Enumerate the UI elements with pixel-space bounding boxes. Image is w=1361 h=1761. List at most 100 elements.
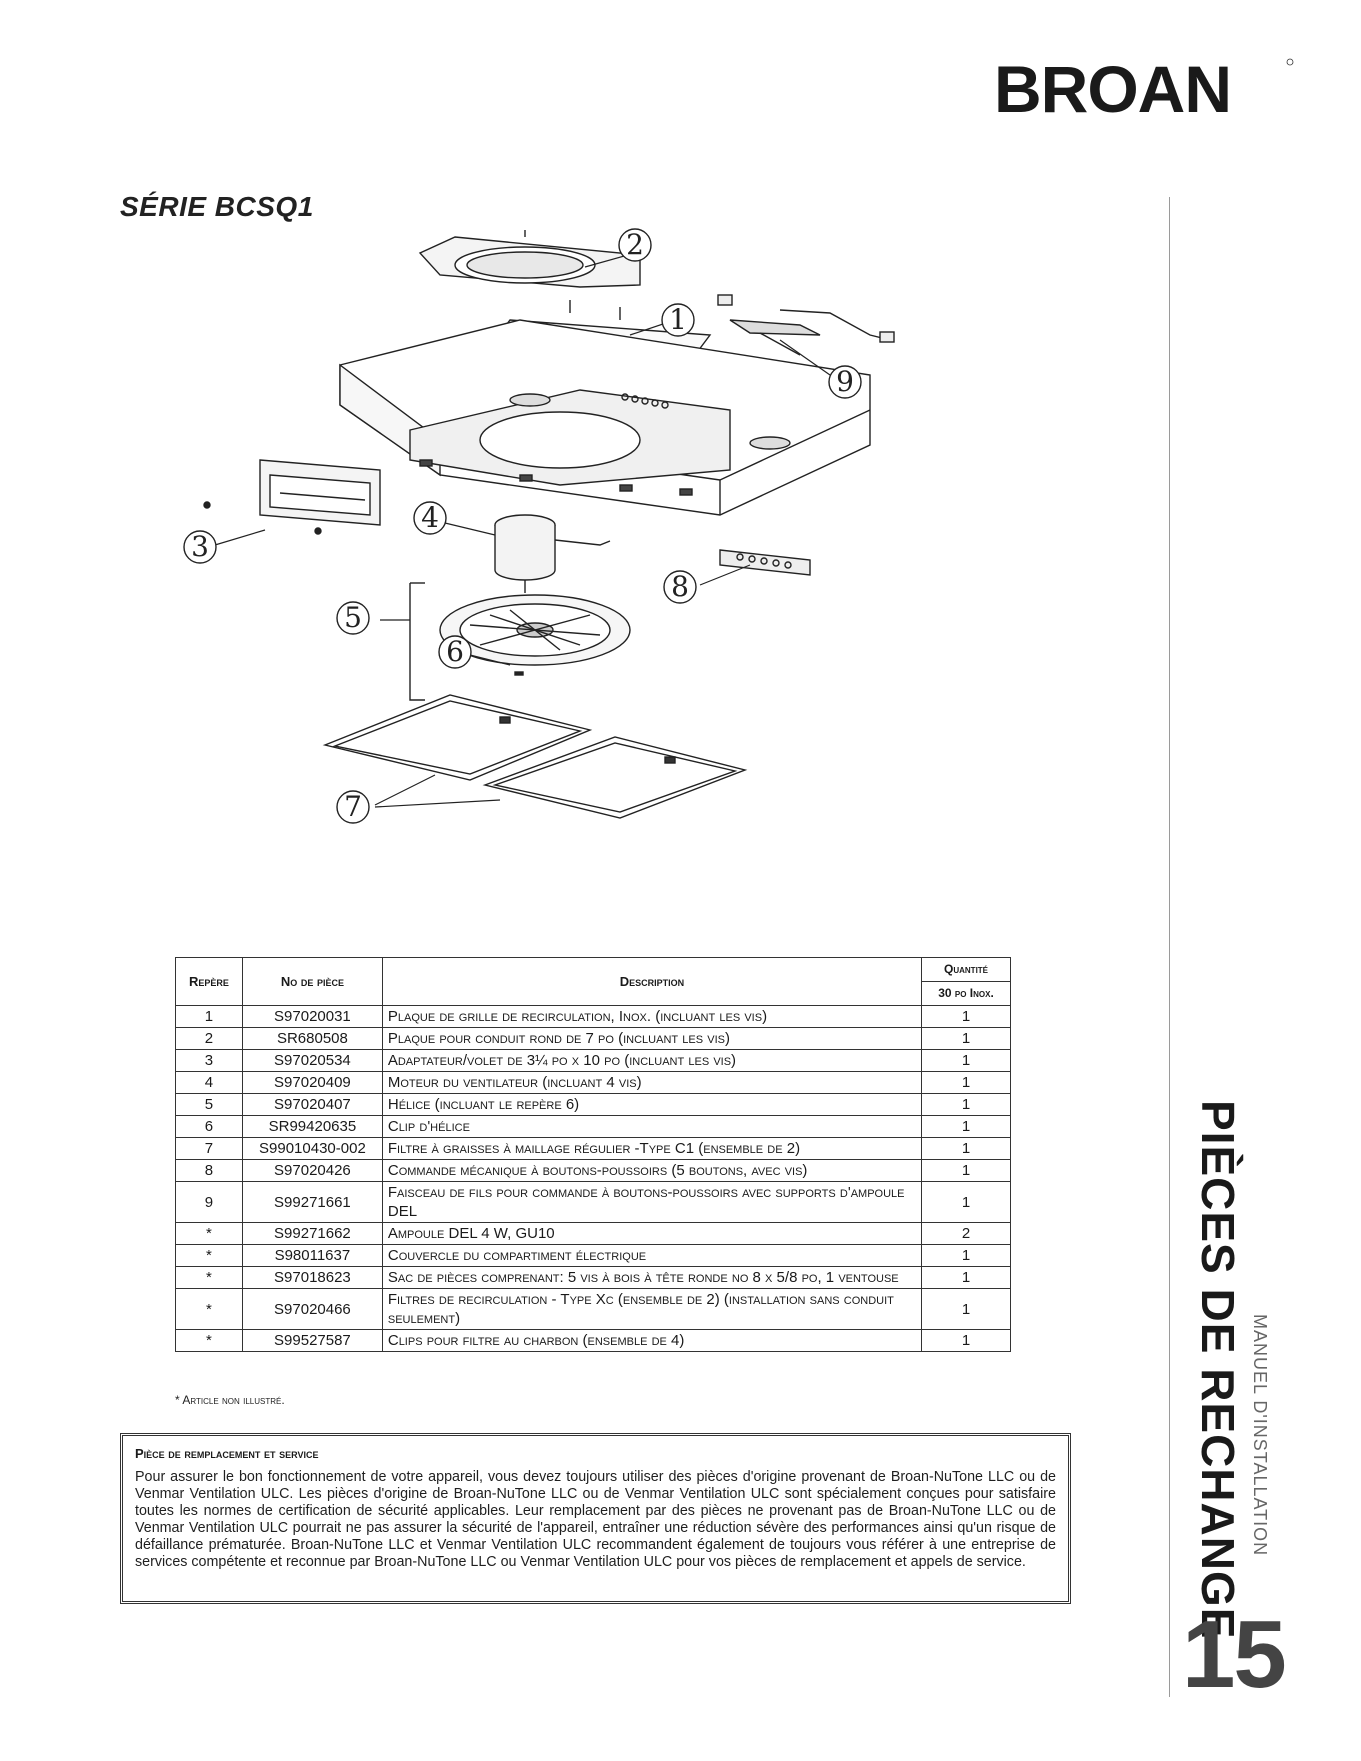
callout-7: 7	[344, 790, 362, 823]
row-ref: 3	[175, 1049, 243, 1072]
service-notice: Pièce de remplacement et service Pour as…	[120, 1433, 1071, 1604]
row-part-number: S99271662	[241, 1222, 383, 1245]
row-quantity: 1	[921, 1181, 1011, 1223]
row-quantity: 1	[921, 1288, 1011, 1330]
row-part-number: SR99420635	[241, 1115, 383, 1138]
row-description: Plaque de grille de recirculation, Inox.…	[381, 1005, 923, 1028]
row-ref: *	[175, 1244, 243, 1267]
row-part-number: SR680508	[241, 1027, 383, 1050]
header-quantity: Quantité	[921, 957, 1011, 982]
range-hood-drawing	[339, 319, 871, 516]
row-description: Plaque pour conduit rond de 7 po (inclua…	[381, 1027, 923, 1050]
service-text: Pour assurer le bon fonctionnement de vo…	[135, 1469, 1056, 1570]
header-ref: Repère	[175, 957, 243, 1006]
row-quantity: 1	[921, 1137, 1011, 1160]
row-quantity: 1	[921, 1005, 1011, 1028]
row-description: Commande mécanique à boutons-poussoirs (…	[381, 1159, 923, 1182]
grease-filters-drawing	[322, 694, 748, 819]
row-quantity: 1	[921, 1049, 1011, 1072]
row-part-number: S97020466	[241, 1288, 383, 1330]
row-part-number: S97020031	[241, 1005, 383, 1028]
row-part-number: S99010430-002	[241, 1137, 383, 1160]
row-ref: 5	[175, 1093, 243, 1116]
push-button-control-drawing	[719, 549, 811, 576]
row-description: Moteur du ventilateur (incluant 4 vis)	[381, 1071, 923, 1094]
broan-logo: BROAN	[994, 52, 1294, 126]
row-description: Filtre à graisses à maillage régulier -T…	[381, 1137, 923, 1160]
sidebar-subtitle: MANUEL D'INSTALLATION	[1246, 1314, 1272, 1584]
fan-wheel-drawing	[409, 582, 631, 701]
sidebar-subtitle-text: MANUEL D'INSTALLATION	[1250, 1314, 1270, 1557]
row-part-number: S97018623	[241, 1266, 383, 1289]
callout-2: 2	[626, 228, 644, 261]
callout-1: 1	[669, 303, 687, 336]
row-description: Couvercle du compartiment électrique	[381, 1244, 923, 1267]
row-part-number: S97020534	[241, 1049, 383, 1072]
row-description: Filtres de recirculation - Type Xc (ense…	[381, 1288, 923, 1330]
row-quantity: 1	[921, 1071, 1011, 1094]
row-description: Hélice (incluant le repère 6)	[381, 1093, 923, 1116]
callout-8: 8	[671, 570, 689, 603]
row-ref: *	[175, 1266, 243, 1289]
callout-3: 3	[191, 530, 209, 563]
header-description: Description	[381, 957, 923, 1006]
row-quantity: 1	[921, 1115, 1011, 1138]
row-part-number: S99271661	[241, 1181, 383, 1223]
row-description: Faisceau de fils pour commande à boutons…	[381, 1181, 923, 1223]
row-part-number: S97020407	[241, 1093, 383, 1116]
row-ref: 2	[175, 1027, 243, 1050]
callout-6: 6	[446, 635, 464, 668]
wire-harness-drawing	[717, 294, 895, 356]
row-part-number: S97020409	[241, 1071, 383, 1094]
row-ref: *	[175, 1288, 243, 1330]
row-quantity: 1	[921, 1244, 1011, 1267]
row-quantity: 1	[921, 1093, 1011, 1116]
exploded-parts-diagram: 1 2 3 4 5 6 7 8 9	[180, 225, 1040, 940]
header-quantity-sub: 30 po Inox.	[921, 981, 1011, 1006]
row-description: Clip d'hélice	[381, 1115, 923, 1138]
row-ref: 7	[175, 1137, 243, 1160]
row-part-number: S97020426	[241, 1159, 383, 1182]
row-description: Ampoule DEL 4 W, GU10	[381, 1222, 923, 1245]
row-ref: 8	[175, 1159, 243, 1182]
callout-9: 9	[836, 365, 854, 398]
row-description: Clips pour filtre au charbon (ensemble d…	[381, 1329, 923, 1352]
row-description: Adaptateur/volet de 3¼ po x 10 po (inclu…	[381, 1049, 923, 1072]
row-quantity: 1	[921, 1266, 1011, 1289]
brand-name: BROAN	[994, 54, 1231, 120]
row-description: Sac de pièces comprenant: 5 vis à bois à…	[381, 1266, 923, 1289]
row-quantity: 1	[921, 1329, 1011, 1352]
sidebar-divider	[1169, 197, 1170, 1697]
row-quantity: 2	[921, 1222, 1011, 1245]
callout-5: 5	[344, 601, 362, 634]
row-part-number: S99527587	[241, 1329, 383, 1352]
row-ref: *	[175, 1222, 243, 1245]
sidebar-title-text: PIÈCES DE RECHANGE	[1192, 1100, 1244, 1640]
row-ref: 9	[175, 1181, 243, 1223]
parts-table: Repère No de pièce Description Quantité …	[175, 957, 1011, 1352]
row-quantity: 1	[921, 1159, 1011, 1182]
row-part-number: S98011637	[241, 1244, 383, 1267]
row-ref: 6	[175, 1115, 243, 1138]
page-number: 15	[1182, 1601, 1287, 1708]
header-part-no: No de pièce	[241, 957, 383, 1006]
sidebar-title: PIÈCES DE RECHANGE	[1187, 1100, 1247, 1639]
duct-plate-drawing	[418, 230, 641, 288]
row-ref: 4	[175, 1071, 243, 1094]
row-ref: *	[175, 1329, 243, 1352]
callout-4: 4	[421, 501, 439, 534]
row-ref: 1	[175, 1005, 243, 1028]
table-footnote: * Article non illustré.	[175, 1393, 285, 1407]
